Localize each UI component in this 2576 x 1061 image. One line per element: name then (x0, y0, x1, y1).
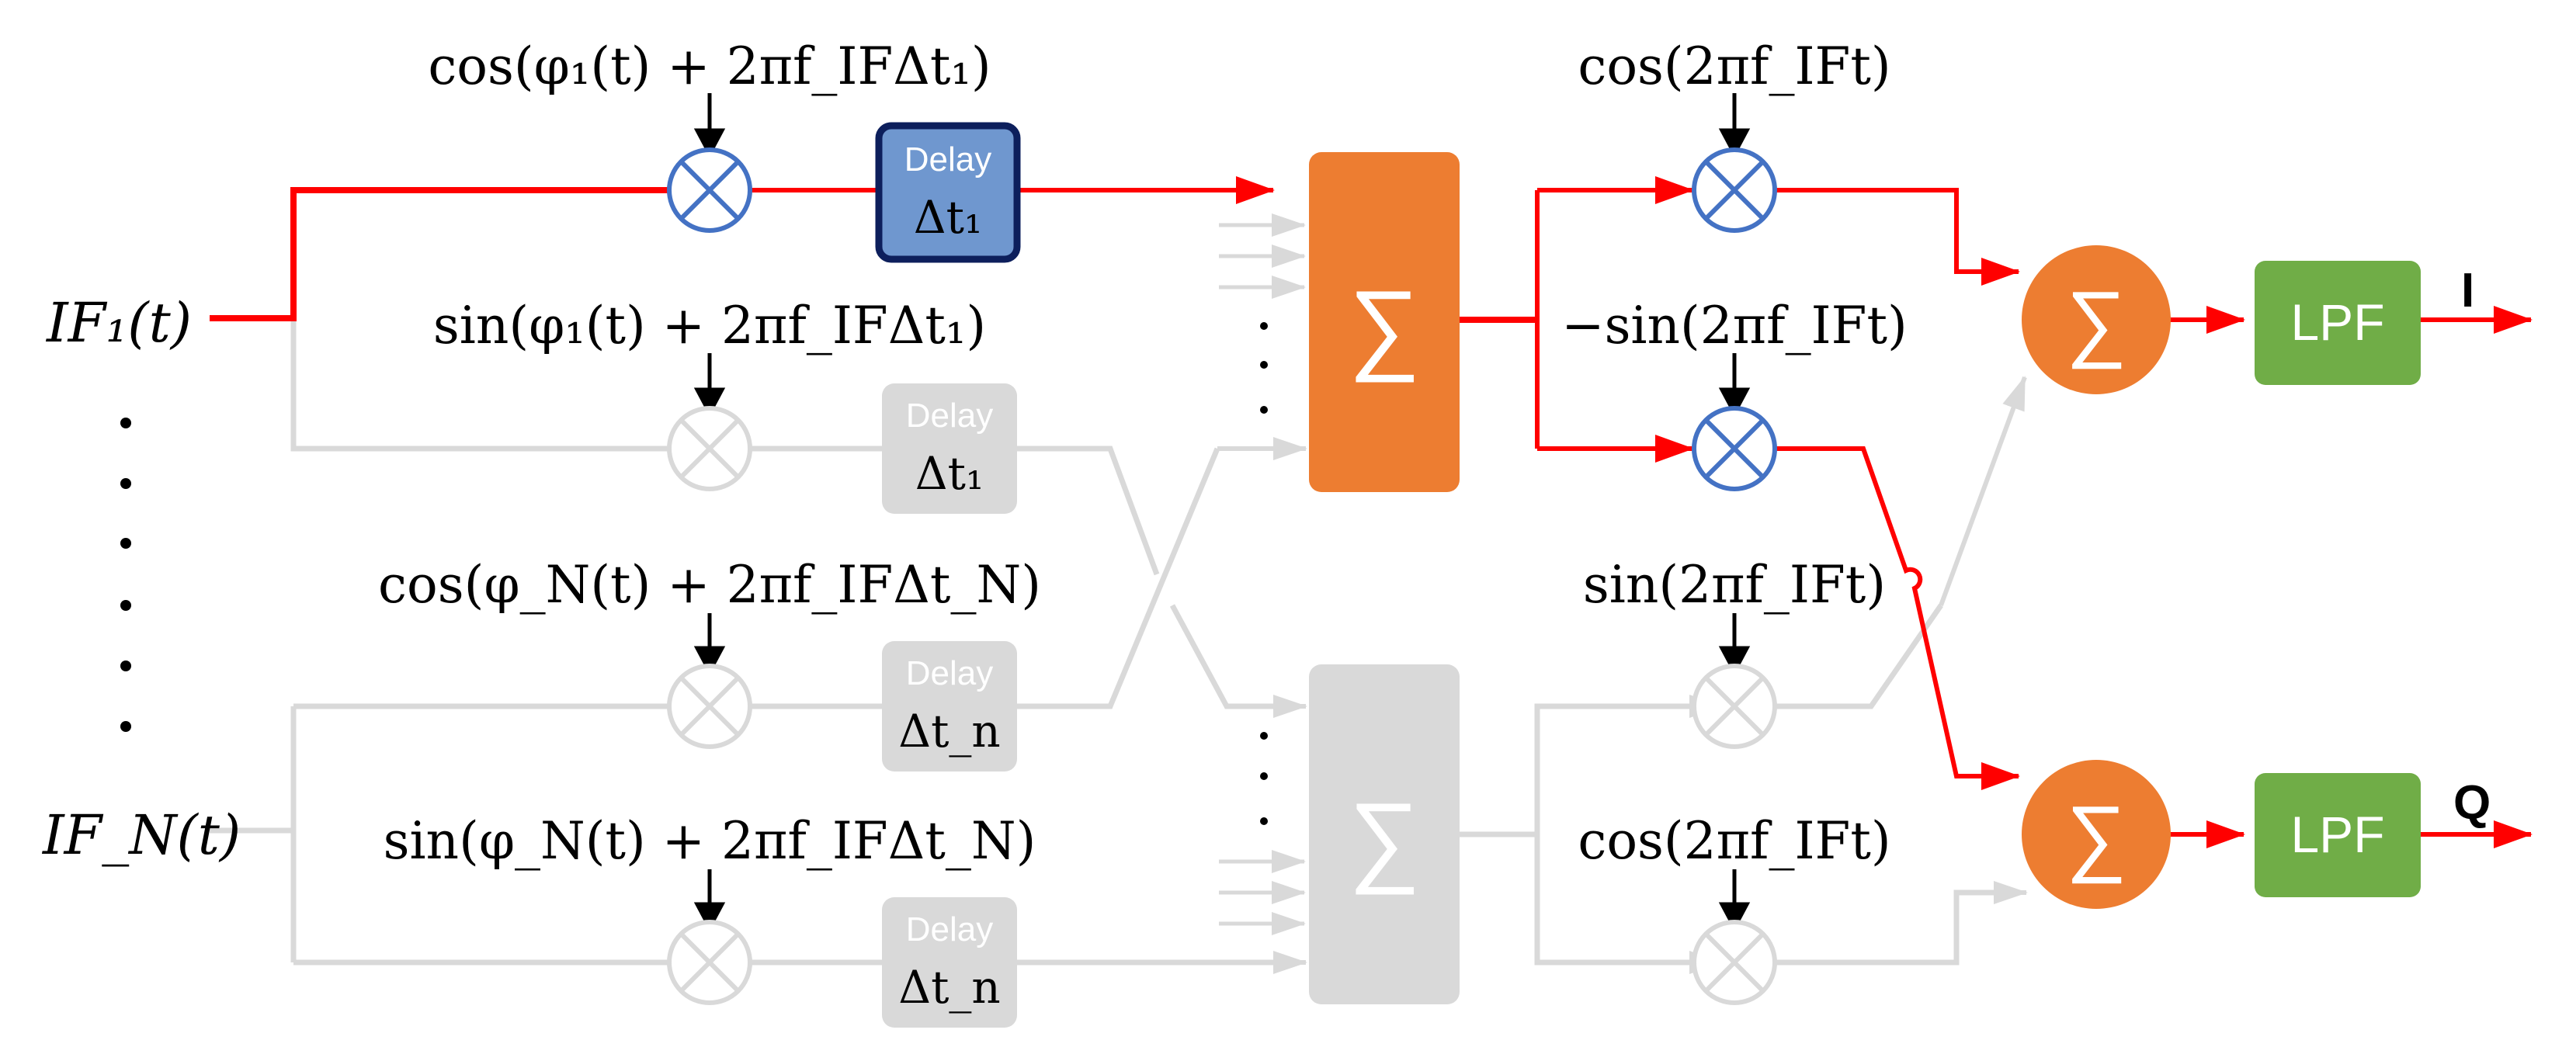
lpf-q: LPF (2255, 773, 2421, 897)
delay-box-active: Delay Δt₁ (875, 122, 1021, 263)
delay-title: Delay (906, 654, 994, 692)
lo-label-neg-sin: −sin(2πf_IFt) (1561, 296, 1907, 355)
lo-label-sin1: sin(φ₁(t) + 2πf_IFΔt₁) (433, 296, 986, 355)
sum-symbol: ∑ (2066, 274, 2126, 369)
delay-title: Delay (906, 397, 994, 435)
delay-box-cosN: Delay Δt_n (882, 641, 1017, 771)
input-ifn-label: IF_N(t) (41, 803, 241, 867)
output-i-label: I (2461, 264, 2474, 317)
lpf-i: LPF (2255, 261, 2421, 385)
delay-box-sinN: Delay Δt_n (882, 897, 1017, 1028)
delay-title: Delay (906, 910, 994, 948)
lpf-label: LPF (2290, 293, 2384, 351)
mixer-i-cos (1692, 147, 1777, 233)
input-ellipsis-dots (120, 418, 131, 732)
mixer-sinN (667, 920, 752, 1005)
lo-label-cos1: cos(φ₁(t) + 2πf_IFΔt₁) (428, 36, 991, 96)
sum-symbol: ∑ (1349, 269, 1421, 383)
sum-symbol: ∑ (2066, 789, 2126, 884)
delay-value: Δt₁ (914, 191, 982, 244)
mixer-cos-bot (1692, 920, 1777, 1005)
mixer-cosN (667, 664, 752, 749)
top-summer-input-stubs (1219, 213, 1306, 299)
lo-label-sin-mid: sin(2πf_IFt) (1583, 555, 1886, 615)
delay-value: Δt₁ (915, 447, 984, 500)
delay-value: Δt_n (898, 961, 1001, 1014)
summer-i: ∑ (2022, 245, 2171, 394)
mixer-sin-mid (1692, 664, 1777, 749)
mixer-sin1 (667, 406, 752, 491)
sum-symbol: ∑ (1349, 782, 1421, 895)
summer-bottom: ∑ (1309, 664, 1460, 1004)
delay-value: Δt_n (898, 705, 1001, 758)
mixer-cos1 (667, 147, 752, 233)
lo-arrows (693, 93, 1751, 932)
output-q-label: Q (2453, 776, 2491, 830)
bottom-summer-input-stubs (1219, 850, 1306, 935)
inactive-arrows (1217, 376, 2028, 974)
lo-label-cos-top: cos(2πf_IFt) (1578, 36, 1890, 96)
lo-label-sinN: sin(φ_N(t) + 2πf_IFΔt_N) (384, 811, 1036, 871)
summer-q: ∑ (2022, 760, 2171, 909)
summer-ellipsis-dots (1260, 322, 1268, 825)
input-if1-label: IF₁(t) (45, 291, 192, 355)
inactive-wiring (210, 318, 2019, 966)
delay-title: Delay (904, 140, 992, 179)
delay-box-sin1: Delay Δt₁ (882, 383, 1017, 514)
lo-label-cos-bot: cos(2πf_IFt) (1578, 811, 1890, 871)
mixer-q-negsin (1692, 406, 1777, 491)
active-signal-path (210, 176, 2533, 848)
summer-top: ∑ (1309, 152, 1460, 492)
lpf-label: LPF (2290, 806, 2384, 863)
lo-label-cosN: cos(φ_N(t) + 2πf_IFΔt_N) (378, 555, 1041, 615)
